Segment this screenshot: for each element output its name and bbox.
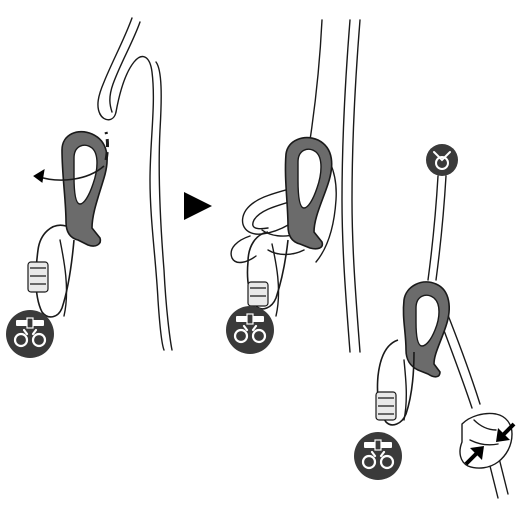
panel-1-harness-badge [6,310,54,358]
harness-icon [361,439,395,470]
harness-icon [13,317,47,348]
panel-1-belay-device [61,130,108,247]
anchor-ring-icon [433,151,451,170]
panel-1-rope [97,17,173,351]
harness-icon [233,313,267,344]
panel-2-clip-loop [226,19,361,354]
panel-2-belay-device [284,136,333,250]
panel-2-carabiner [246,231,289,317]
panel-3-lock-and-hold [354,144,516,499]
panel-3-carabiner [375,339,415,426]
panel-1-rotate-arrow [33,131,109,183]
panel-3-anchor-badge [426,144,458,176]
panel-2-harness-badge [226,306,274,354]
panel-1-insert-rope [6,17,173,358]
panel-3-harness-badge [354,432,402,480]
squeeze-arrows-icon [464,422,516,466]
play-arrow-icon [184,192,212,220]
panel-1-carabiner [27,224,75,318]
panel-3-belay-device [402,281,450,378]
